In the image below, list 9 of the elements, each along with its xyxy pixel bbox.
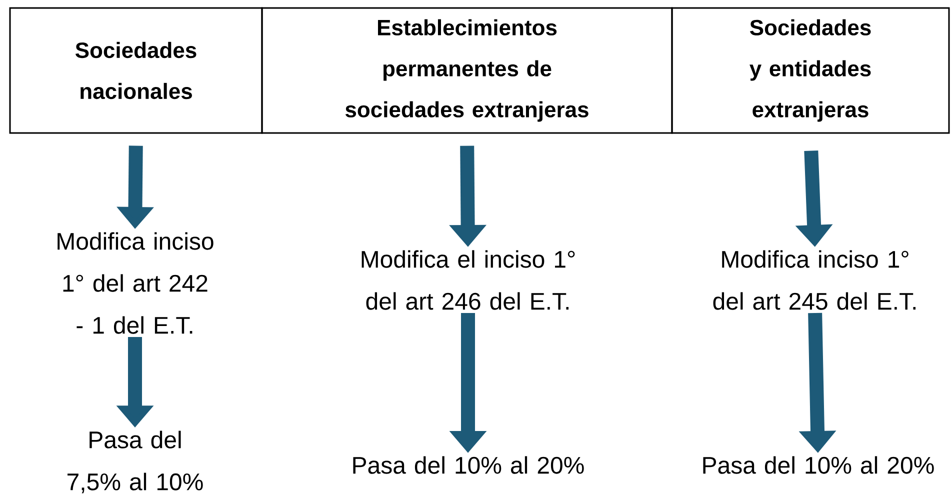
header-cell: Sociedades nacionales bbox=[9, 7, 263, 134]
header-cell: Sociedades y entidades extranjeras bbox=[671, 7, 950, 134]
description-text: Pasa del 10% al 20% bbox=[353, 456, 584, 474]
description-text: Modifica el inciso 1° del art 246 del E.T. bbox=[362, 250, 575, 310]
description-text: Modifica inciso 1° del art 242 - 1 del E.T. bbox=[58, 232, 214, 334]
description-text: Pasa del 7,5% al 10% bbox=[68, 430, 203, 494]
description-text: Pasa del 10% al 20% bbox=[703, 456, 934, 474]
description-text: Modifica inciso 1° del art 245 del E.T. bbox=[713, 250, 916, 310]
header-cell: Establecimientos permanentes de sociedades extranjeras bbox=[261, 7, 673, 134]
